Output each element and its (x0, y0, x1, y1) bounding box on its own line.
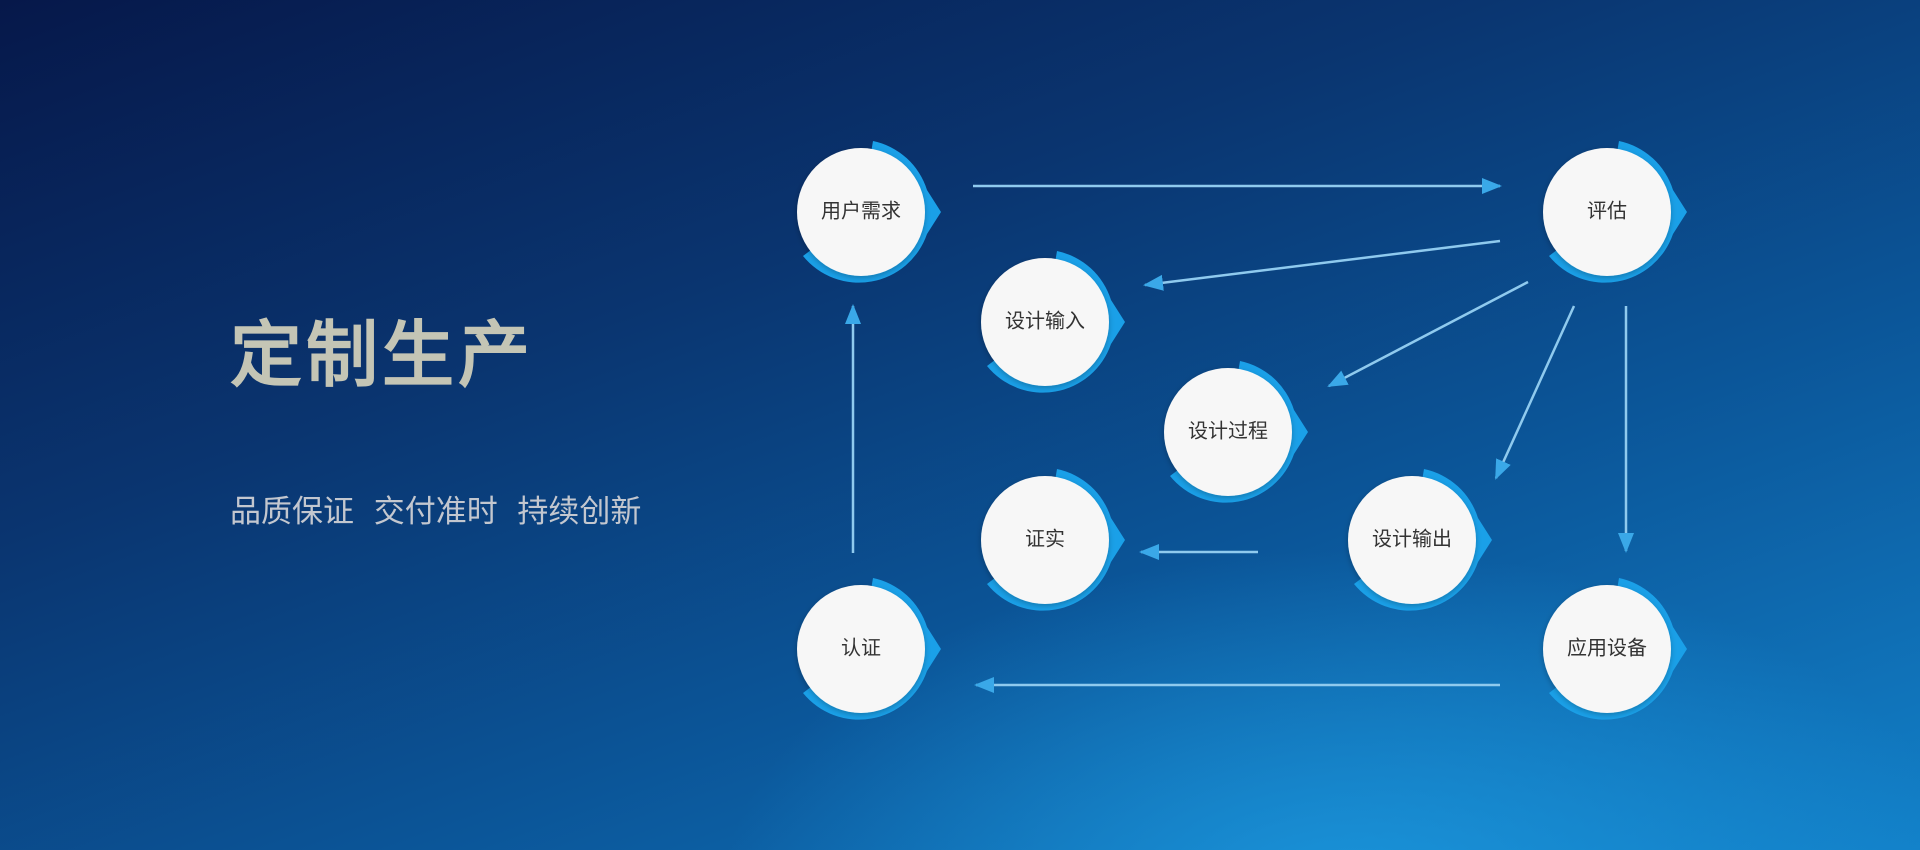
svg-text:应用设备: 应用设备 (1567, 636, 1647, 660)
node-verification: 证实 (981, 469, 1125, 611)
node-application-equipment: 应用设备 (1543, 578, 1687, 720)
svg-text:评估: 评估 (1587, 199, 1627, 223)
page-subtitle: 品质保证 交付准时 持续创新 (230, 494, 642, 530)
svg-text:用户需求: 用户需求 (821, 199, 901, 223)
arrow-evaluation-to-process (1327, 280, 1529, 388)
svg-text:证实: 证实 (1025, 527, 1065, 551)
svg-text:认证: 认证 (841, 636, 881, 660)
svg-text:设计过程: 设计过程 (1188, 419, 1268, 443)
node-user-needs: 用户需求 (797, 141, 941, 283)
node-evaluation: 评估 (1543, 141, 1687, 283)
arrow-evaluation-to-input (1143, 239, 1501, 291)
page-title: 定制生产 (230, 313, 535, 397)
node-certification: 认证 (797, 578, 941, 720)
node-design-process: 设计过程 (1164, 361, 1308, 503)
node-design-input: 设计输入 (981, 251, 1125, 393)
node-design-output: 设计输出 (1348, 469, 1492, 611)
svg-text:设计输入: 设计输入 (1005, 309, 1085, 333)
arrow-evaluation-to-output (1494, 305, 1576, 480)
svg-text:设计输出: 设计输出 (1372, 527, 1452, 551)
